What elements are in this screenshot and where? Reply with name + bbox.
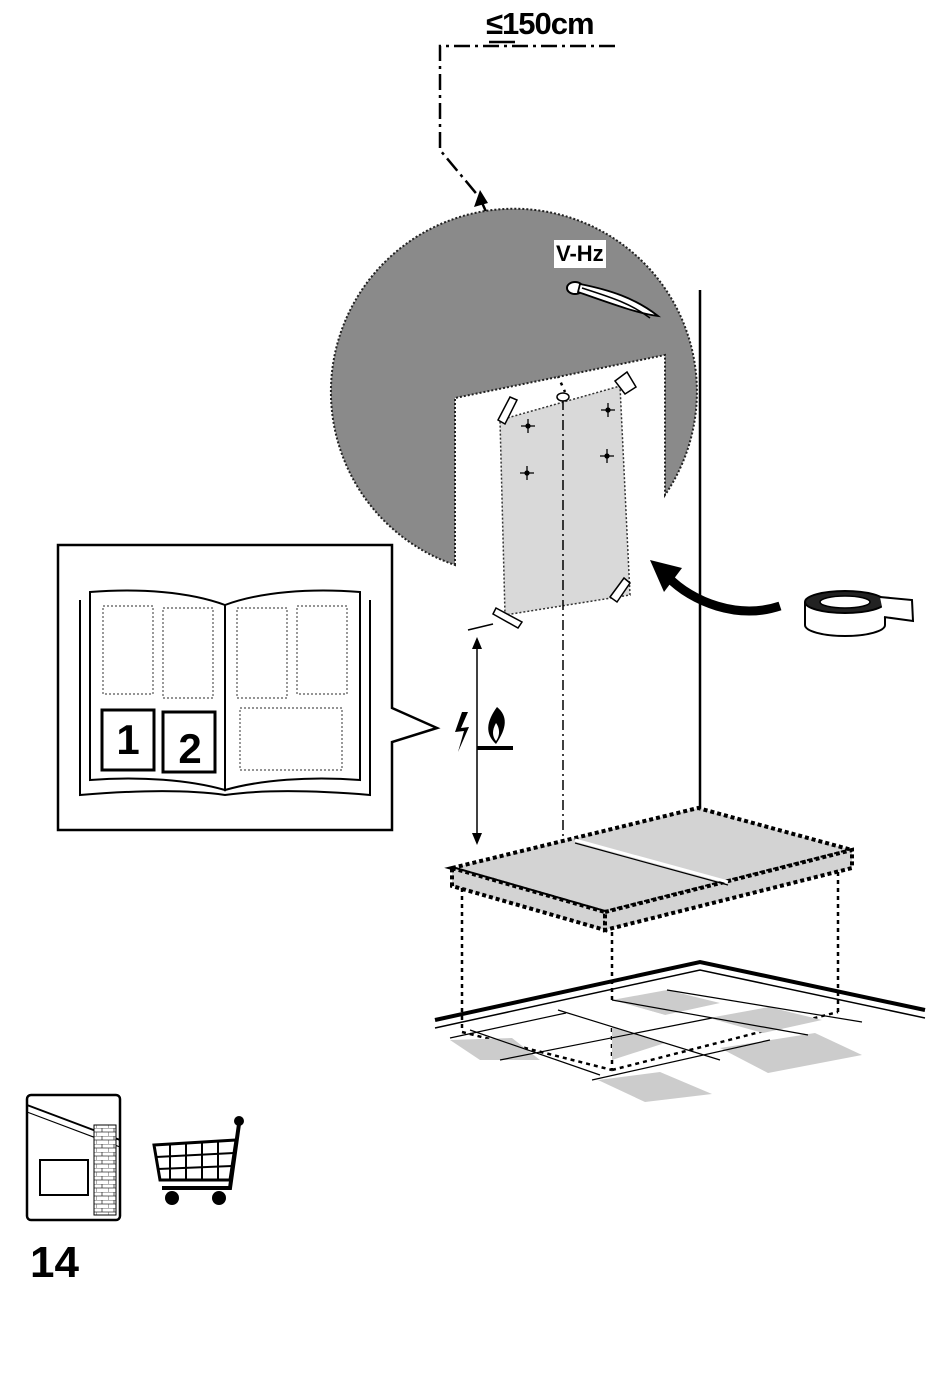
- manual-page-number-2: 2: [170, 727, 210, 771]
- kitchen-wall-icon: [27, 1095, 120, 1220]
- max-height-label: ≤150cm: [486, 6, 594, 42]
- tape-roll-icon: [805, 591, 913, 636]
- open-manual-icon: [80, 591, 370, 795]
- electric-hazard-icon: [455, 712, 469, 752]
- page-number: 14: [30, 1238, 79, 1288]
- shopping-cart-icon: [154, 1116, 244, 1205]
- apply-tape-arrow: [650, 560, 780, 611]
- gas-flame-icon: [477, 707, 513, 748]
- socket-voltage-label: V-Hz: [554, 240, 606, 268]
- clearance-arrow: [468, 624, 493, 845]
- mounting-template: [493, 372, 636, 840]
- cooktop: [452, 808, 852, 930]
- manual-page-number-1: 1: [108, 718, 148, 762]
- floor: [435, 962, 925, 1102]
